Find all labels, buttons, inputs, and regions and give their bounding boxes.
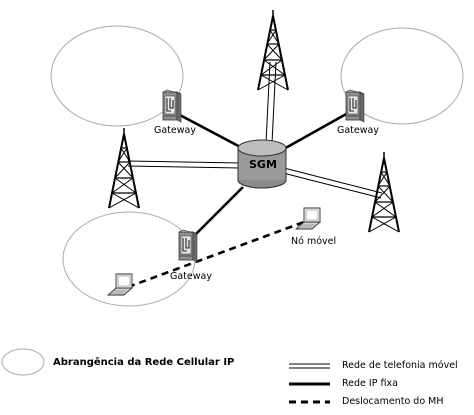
radio-tower-icon [368,151,400,233]
legend-coverage-symbol [1,348,45,376]
ip-link-left [175,111,247,152]
legend-telephony-symbol [289,363,330,369]
telephony-link-top [265,61,277,144]
gateway-label-left: Gateway [154,125,196,136]
database-cylinder-icon [237,139,287,189]
coverage-area-bottom [62,211,196,307]
coverage-area-top-right [340,27,464,125]
radio-tower-icon [108,127,140,209]
telephony-link-left [127,160,241,169]
mobile-node-label: Nó móvel [291,236,337,247]
mh-movement-path [127,220,305,289]
gateway-server-icon [162,89,182,123]
coverage-area-top-left [50,25,184,127]
ip-link-right [281,111,349,152]
laptop-icon [295,207,321,230]
sgm-label: SGM [249,158,277,171]
legend-movement-label: Deslocamento do MH [342,396,444,407]
legend-coverage-label: Abrangência da Rede Cellular IP [53,357,235,368]
legend-telephony-label: Rede de telefonia móvel [342,360,458,371]
gateway-label-bottom: Gateway [170,271,212,282]
gateway-server-icon [345,89,365,123]
gateway-server-icon [178,229,198,263]
radio-tower-icon [257,9,289,91]
legend-ip-label: Rede IP fixa [342,378,398,389]
gateway-label-right: Gateway [337,125,379,136]
ip-link-bottom [189,186,244,241]
telephony-link-right [282,167,383,199]
